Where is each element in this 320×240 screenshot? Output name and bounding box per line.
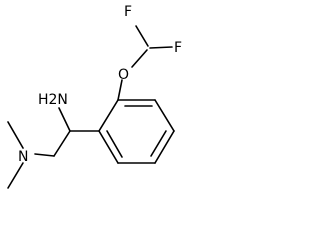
bond-ch2-n: [34, 153, 55, 157]
ring-bond-3-inner: [150, 130, 167, 157]
ring-bond-5: [98, 130, 119, 164]
nitrogen-atom-label: N: [18, 149, 28, 165]
bond-ch-nh2: [58, 107, 71, 132]
bond-c-o: [131, 49, 148, 68]
ring-bond-2: [154, 99, 175, 132]
bond-f1-c: [135, 25, 149, 47]
amine-nh2-label: H2N: [38, 92, 68, 108]
bond-f2-c: [149, 46, 173, 49]
ring-bond-3: [154, 130, 175, 164]
molecule-diagram: F F O H2N N: [7, 4, 182, 189]
bond-n-methyl-1: [7, 121, 24, 149]
bond-o-ring: [117, 79, 123, 101]
fluorine-atom-label-2: F: [174, 40, 182, 56]
ring-bond-5-inner: [106, 130, 123, 158]
fluorine-atom-label-1: F: [124, 4, 132, 20]
ring-bond-6: [98, 99, 119, 132]
oxygen-atom-label: O: [118, 67, 129, 83]
bond-ch-ch2: [53, 130, 71, 157]
bond-n-methyl-2: [7, 162, 24, 189]
structure-canvas: F F O H2N N: [7, 4, 183, 189]
